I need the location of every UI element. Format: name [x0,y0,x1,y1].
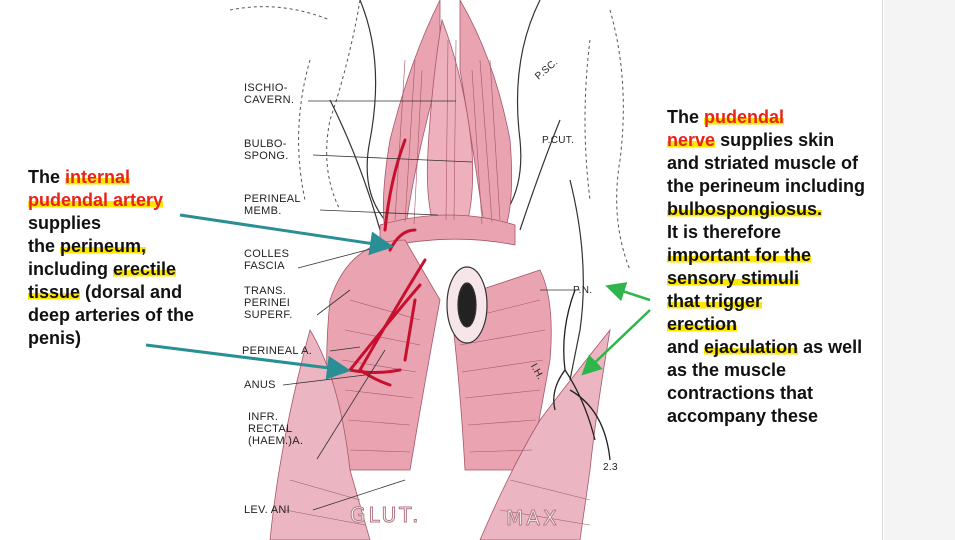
label-line: MEMB. [244,205,282,217]
perineum-illustration: GLUT. MAX [229,0,631,540]
muscle-striations [284,39,591,526]
label-line: (HAEM.)A. [248,435,304,447]
highlight-perineum: perineum, [60,236,147,256]
label-line: COLLES [244,248,290,260]
caption-rest: (dorsal and deep arteries of the penis) [28,282,195,348]
label-pcut: P.CUT. [542,135,575,146]
highlight-ejaculation: ejaculation [704,337,799,357]
skin-outline [329,0,584,381]
label-leaders [282,100,580,511]
label-line: RECTAL [248,423,293,435]
highlight-erection: erection [667,314,738,334]
caption-word: The [667,107,700,127]
highlight-pudendal: pudendal [704,107,785,127]
highlight-that-trigger: that trigger [667,291,763,311]
label-pn: P.N. [573,285,593,296]
label-number: 2.3 [603,462,618,473]
caption-word: The [28,167,61,187]
caption-text: supplies skin and striated muscle of the… [667,130,866,196]
artery-caption: The internal pudendal artery supplies th… [28,166,218,350]
highlight-important: important for the sensory stimuli [667,245,811,288]
label-colles-fascia: COLLES FASCIA [244,248,289,272]
label-anus: ANUS [244,379,276,391]
label-line: TRANS. [244,285,287,297]
highlight-bulbospongiosus: bulbospongiosus. [667,199,822,219]
highlight-nerve: nerve [667,130,716,150]
green-arrow-lower [581,309,651,376]
label-perineal-a: PERINEAL A. [242,345,313,357]
label-trans-perinei: TRANS. PERINEI SUPERF. [244,285,293,321]
label-line: ISCHIO- [244,82,288,94]
highlight-erectile: erectile [113,259,177,279]
caption-text: as well as the muscle contractions that … [667,337,863,426]
muscles [269,0,611,540]
highlight-internal: internal [65,167,131,187]
label-infr-rectal: INFR. RECTAL (HAEM.)A. [248,411,303,447]
caption-word: including [28,259,108,279]
label-line: SUPERF. [244,309,293,321]
label-line: BULBO- [244,138,287,150]
label-ischio-cavern: ISCHIO- CAVERN. [244,82,294,106]
label-lev-ani: LEV. ANI [244,504,291,516]
outline-sketch [229,0,631,271]
highlight-tissue: tissue [28,282,81,302]
teal-arrow-lower [145,343,351,380]
teal-arrow-upper [179,213,394,256]
label-perineal-memb: PERINEAL MEMB. [244,193,301,217]
nerve-caption: The pudendal nerve supplies skin and str… [667,106,867,428]
label-line: PERINEAL [244,193,301,205]
label-line: CAVERN. [244,94,295,106]
caption-word: the [28,236,55,256]
ischiocavernosus-right [459,0,513,233]
side-gutter [884,0,955,540]
label-bulbo-spong: BULBO- SPONG. [244,138,289,162]
nerves [553,289,611,461]
glut-label: GLUT. [350,503,421,527]
label-line: FASCIA [244,260,285,272]
highlight-pudendal-artery: pudendal artery [28,190,164,210]
anus [446,266,488,344]
arteries [348,138,427,387]
label-line: INFR. [248,411,279,423]
label-line: SPONG. [244,150,289,162]
caption-word: and [667,337,700,357]
caption-text: It is therefore [667,222,782,242]
slide-frame [882,0,883,540]
green-arrow-upper [605,282,651,302]
max-label: MAX [506,506,560,530]
gluteus-maximus-right [479,328,611,540]
caption-word: supplies [28,213,102,233]
label-line: PERINEI [244,297,291,309]
